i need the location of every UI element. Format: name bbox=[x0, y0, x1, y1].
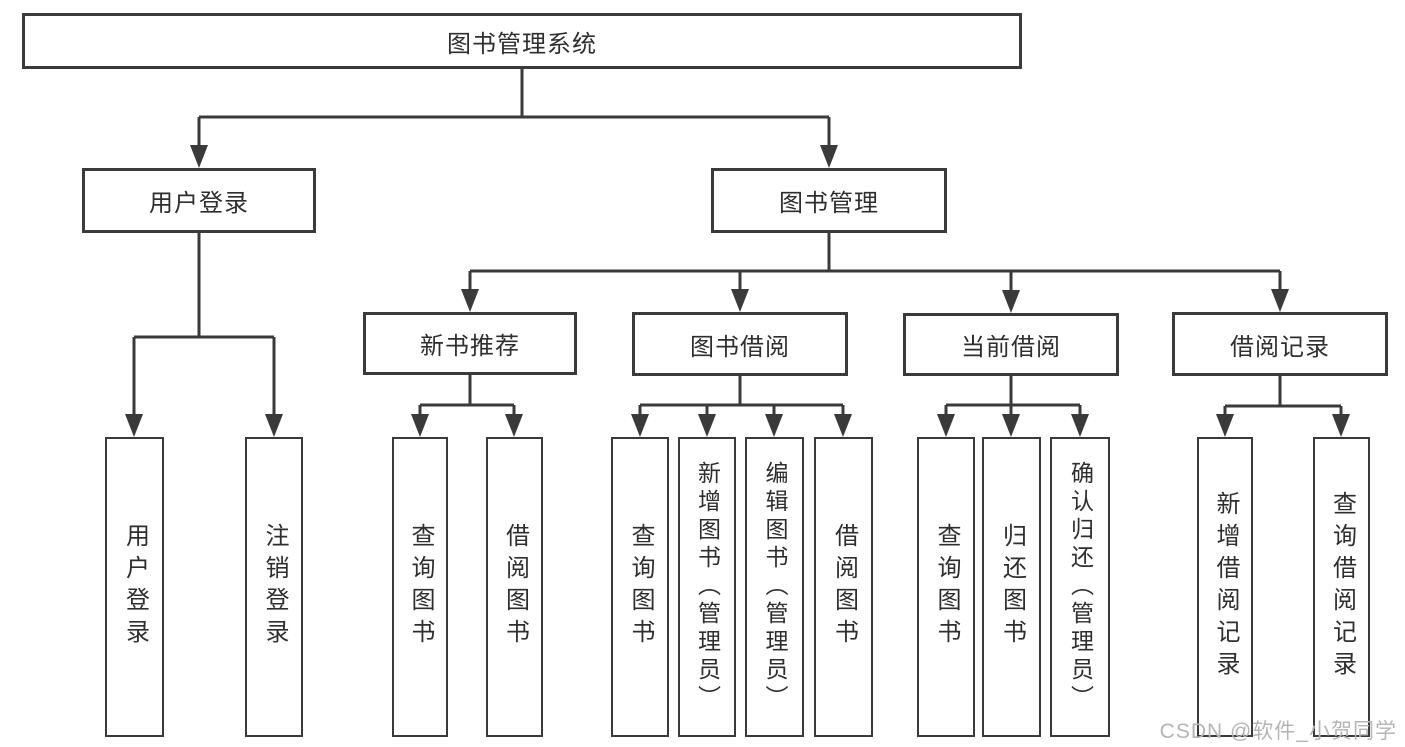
node-book-management: 图书管理 bbox=[711, 168, 947, 233]
node-current-confirm-return-admin: 确认归还（管理员） bbox=[1050, 437, 1110, 737]
arrowhead bbox=[765, 414, 783, 437]
arrowhead bbox=[731, 289, 749, 312]
watermark: CSDN @软件_小贺同学 bbox=[1159, 720, 1397, 743]
node-new-book-recommend-label: 新书推荐 bbox=[420, 333, 520, 360]
node-book-management-label: 图书管理 bbox=[779, 190, 879, 217]
connector-login-children bbox=[132, 233, 276, 417]
node-user-login: 用户登录 bbox=[82, 168, 316, 233]
arrowhead bbox=[834, 414, 852, 437]
node-recommend-borrow-books: 借阅图书 bbox=[486, 437, 543, 737]
arrowhead bbox=[411, 414, 429, 437]
node-root: 图书管理系统 bbox=[22, 13, 1022, 69]
node-root-label: 图书管理系统 bbox=[447, 30, 597, 58]
node-recommend-query-books: 查询图书 bbox=[392, 437, 448, 737]
arrowhead bbox=[1332, 414, 1350, 437]
node-current-return-books-label: 归还图书 bbox=[998, 523, 1026, 651]
node-book-borrow-label: 图书借阅 bbox=[690, 333, 790, 361]
node-login-user: 用户登录 bbox=[105, 437, 164, 737]
node-new-book-recommend: 新书推荐 bbox=[363, 312, 577, 375]
node-current-confirm-return-admin-label: 确认归还（管理员） bbox=[1067, 461, 1094, 713]
node-borrow-edit-books-admin: 编辑图书（管理员） bbox=[745, 437, 804, 737]
connector-borrow-children bbox=[638, 375, 845, 417]
connector-current-children bbox=[944, 376, 1082, 417]
connector-management-sections bbox=[468, 233, 1282, 292]
node-login-logout-label: 注销登录 bbox=[261, 523, 288, 651]
arrowheads bbox=[125, 145, 1350, 437]
arrowhead bbox=[505, 414, 523, 437]
node-borrow-query-books: 查询图书 bbox=[611, 437, 669, 737]
arrowhead bbox=[820, 145, 838, 168]
arrowhead bbox=[1002, 290, 1020, 313]
node-borrow-add-books-admin: 新增图书（管理员） bbox=[678, 437, 736, 737]
node-borrow-edit-books-admin-label: 编辑图书（管理员） bbox=[762, 461, 788, 713]
node-login-user-label: 用户登录 bbox=[121, 523, 149, 651]
arrowhead bbox=[1002, 414, 1020, 437]
arrowhead bbox=[1071, 414, 1089, 437]
arrowhead bbox=[937, 414, 955, 437]
node-book-borrow: 图书借阅 bbox=[632, 312, 848, 376]
node-borrow-records-label: 借阅记录 bbox=[1230, 333, 1330, 361]
node-records-add-record-label: 新增借阅记录 bbox=[1212, 491, 1239, 683]
node-records-query-record: 查询借阅记录 bbox=[1313, 437, 1370, 737]
arrowhead bbox=[631, 414, 649, 437]
node-current-query-books: 查询图书 bbox=[917, 437, 975, 737]
node-borrow-query-books-label: 查询图书 bbox=[627, 523, 654, 651]
node-records-query-record-label: 查询借阅记录 bbox=[1328, 491, 1356, 683]
node-borrow-borrow-books: 借阅图书 bbox=[814, 437, 873, 737]
node-records-add-record: 新增借阅记录 bbox=[1197, 437, 1253, 737]
node-borrow-add-books-admin-label: 新增图书（管理员） bbox=[694, 461, 721, 713]
node-current-query-books-label: 查询图书 bbox=[933, 523, 960, 651]
node-recommend-query-books-label: 查询图书 bbox=[407, 523, 434, 651]
arrowhead bbox=[265, 414, 283, 437]
node-user-login-label: 用户登录 bbox=[149, 190, 249, 217]
arrowhead bbox=[1216, 414, 1234, 437]
arrowhead bbox=[1271, 289, 1289, 312]
node-recommend-borrow-books-label: 借阅图书 bbox=[501, 523, 529, 651]
arrowhead bbox=[190, 145, 208, 168]
arrowhead bbox=[125, 414, 143, 437]
node-current-return-books: 归还图书 bbox=[982, 437, 1041, 737]
arrowhead bbox=[698, 414, 716, 437]
node-current-borrow-label: 当前借阅 bbox=[961, 334, 1061, 361]
arrowhead bbox=[461, 289, 479, 312]
node-borrow-borrow-books-label: 借阅图书 bbox=[830, 523, 858, 651]
connector-root-to-level2 bbox=[197, 69, 831, 148]
node-borrow-records: 借阅记录 bbox=[1172, 312, 1388, 376]
node-current-borrow: 当前借阅 bbox=[903, 313, 1119, 376]
connector-records-children bbox=[1223, 376, 1343, 417]
node-login-logout: 注销登录 bbox=[245, 437, 303, 737]
connector-recommend-children bbox=[418, 375, 516, 417]
